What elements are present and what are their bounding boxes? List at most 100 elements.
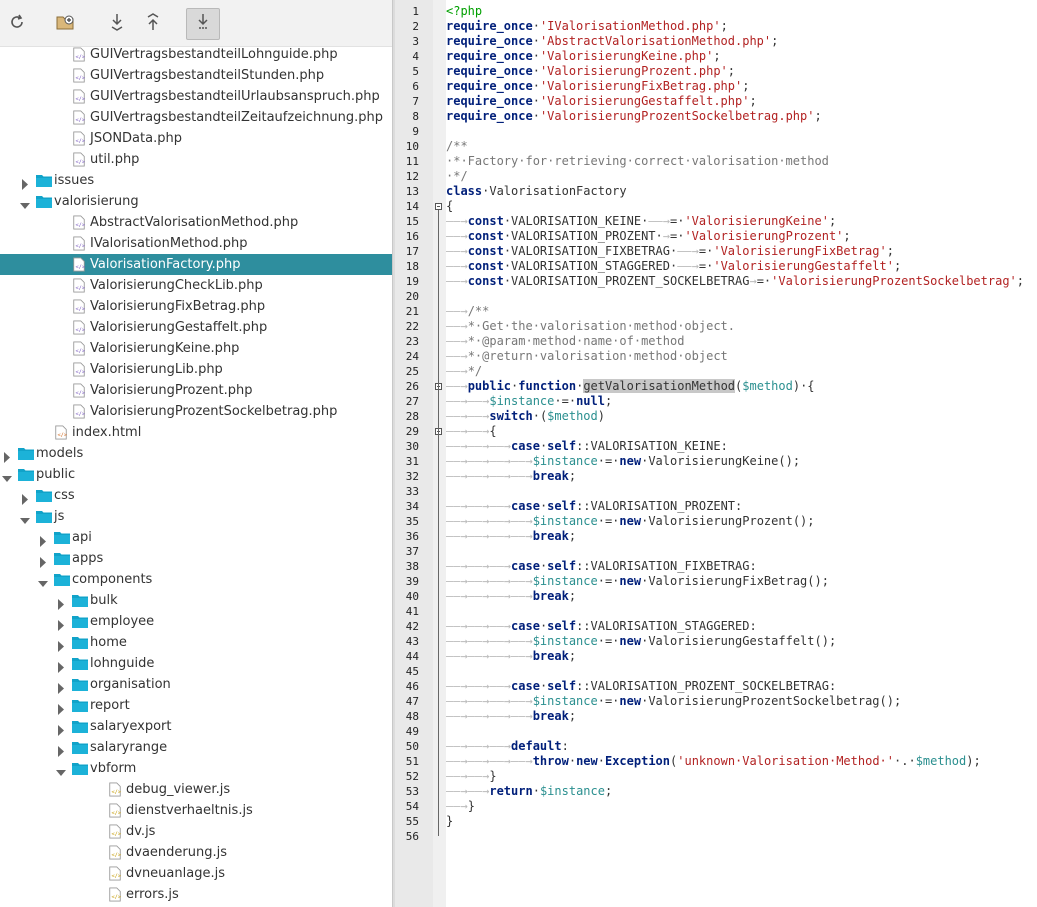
tree-folder[interactable]: salaryrange bbox=[0, 737, 392, 758]
folder-icon bbox=[72, 698, 88, 713]
tree-file[interactable]: </>ValorisierungProzent.php bbox=[0, 380, 392, 401]
tree-file[interactable]: </>debug_viewer.js bbox=[0, 779, 392, 800]
tree-folder[interactable]: js bbox=[0, 506, 392, 527]
code-line: ——→——→——→case·self::VALORISATION_PROZENT… bbox=[446, 499, 743, 513]
chevron-right-icon[interactable] bbox=[56, 616, 66, 631]
tree-file[interactable]: </>AbstractValorisationMethod.php bbox=[0, 212, 392, 233]
tree-item-label: components bbox=[72, 572, 153, 587]
tree-file[interactable]: </>ValorisierungCheckLib.php bbox=[0, 275, 392, 296]
tree-file[interactable]: </>dvneuanlage.js bbox=[0, 863, 392, 884]
tree-folder[interactable]: salaryexport bbox=[0, 716, 392, 737]
tree-folder[interactable]: bulk bbox=[0, 590, 392, 611]
tree-file[interactable]: </>dvaenderung.js bbox=[0, 842, 392, 863]
line-number: 23 bbox=[405, 335, 419, 348]
svg-text:</>: </> bbox=[76, 75, 85, 81]
tree-file[interactable]: </>dv.js bbox=[0, 821, 392, 842]
tree-item-label: dienstverhaeltnis.js bbox=[126, 803, 253, 818]
code-line: ——→——→——→——→break; bbox=[446, 589, 577, 603]
chevron-right-icon[interactable] bbox=[56, 679, 66, 694]
chevron-down-icon[interactable] bbox=[2, 469, 12, 482]
tree-file[interactable]: </>errors.js bbox=[0, 884, 392, 905]
js-file-icon: </> bbox=[108, 782, 124, 797]
tree-file[interactable]: </>ValorisationFactory.php bbox=[0, 254, 392, 275]
tree-folder[interactable]: public bbox=[0, 464, 392, 485]
tree-folder[interactable]: issues bbox=[0, 170, 392, 191]
chevron-right-icon[interactable] bbox=[20, 175, 30, 190]
chevron-right-icon[interactable] bbox=[56, 595, 66, 610]
tree-folder[interactable]: apps bbox=[0, 548, 392, 569]
folder-icon bbox=[36, 509, 52, 524]
tree-file[interactable]: </>ValorisierungGestaffelt.php bbox=[0, 317, 392, 338]
tree-file[interactable]: </>dienstverhaeltnis.js bbox=[0, 800, 392, 821]
php-file-icon: </> bbox=[72, 278, 88, 293]
tree-file[interactable]: </>ValorisierungKeine.php bbox=[0, 338, 392, 359]
php-file-icon: </> bbox=[72, 362, 88, 377]
tree-folder[interactable]: employee bbox=[0, 611, 392, 632]
code-line: ——→*/ bbox=[446, 364, 483, 378]
line-number: 53 bbox=[405, 785, 419, 798]
chevron-right-icon[interactable] bbox=[56, 700, 66, 715]
tree-folder[interactable]: lohnguide bbox=[0, 653, 392, 674]
tree-folder[interactable]: css bbox=[0, 485, 392, 506]
collapse-icon bbox=[107, 12, 127, 36]
line-number: 12 bbox=[405, 170, 419, 183]
chevron-right-icon[interactable] bbox=[38, 532, 48, 547]
tree-item-label: salaryrange bbox=[90, 740, 168, 755]
tree-folder[interactable]: models bbox=[0, 443, 392, 464]
tree-file[interactable]: </>GUIVertragsbestandteilLohnguide.php bbox=[0, 44, 392, 65]
tree-item-label: employee bbox=[90, 614, 155, 629]
tree-file[interactable]: </>index.html bbox=[0, 422, 392, 443]
tree-file[interactable]: </>GUIVertragsbestandteilZeitaufzeichnun… bbox=[0, 107, 392, 128]
sync-editor-button[interactable] bbox=[186, 8, 220, 40]
chevron-down-icon[interactable] bbox=[56, 763, 66, 776]
chevron-down-icon[interactable] bbox=[38, 574, 48, 587]
chevron-right-icon[interactable] bbox=[2, 448, 12, 463]
code-line: require_once·'ValorisierungKeine.php'; bbox=[446, 49, 721, 63]
code-line: require_once·'ValorisierungProzent.php'; bbox=[446, 64, 736, 78]
chevron-right-icon[interactable] bbox=[56, 721, 66, 736]
tree-folder[interactable]: report bbox=[0, 695, 392, 716]
tree-file[interactable]: </>ValorisierungProzentSockelbetrag.php bbox=[0, 401, 392, 422]
tree-folder[interactable]: api bbox=[0, 527, 392, 548]
tree-folder[interactable]: organisation bbox=[0, 674, 392, 695]
tree-file[interactable]: </>IValorisationMethod.php bbox=[0, 233, 392, 254]
chevron-right-icon[interactable] bbox=[20, 490, 30, 505]
svg-text:</>: </> bbox=[58, 432, 67, 438]
chevron-right-icon[interactable] bbox=[56, 637, 66, 652]
new-folder-button[interactable] bbox=[48, 8, 82, 40]
chevron-right-icon[interactable] bbox=[56, 658, 66, 673]
tree-folder[interactable]: valorisierung bbox=[0, 191, 392, 212]
pane-splitter[interactable] bbox=[392, 0, 395, 907]
tree-file[interactable]: </>GUIVertragsbestandteilStunden.php bbox=[0, 65, 392, 86]
php-file-icon: </> bbox=[72, 383, 88, 398]
fold-toggle[interactable] bbox=[435, 203, 442, 210]
refresh-button[interactable] bbox=[0, 8, 34, 40]
chevron-right-icon[interactable] bbox=[38, 553, 48, 568]
tree-file[interactable]: </>ValorisierungLib.php bbox=[0, 359, 392, 380]
svg-text:</>: </> bbox=[76, 243, 85, 249]
tree-file[interactable]: </>ValorisierungFixBetrag.php bbox=[0, 296, 392, 317]
collapse-button[interactable] bbox=[100, 8, 134, 40]
tree-file[interactable]: </>util.php bbox=[0, 149, 392, 170]
tree-file[interactable]: </>JSONData.php bbox=[0, 128, 392, 149]
tree-folder[interactable]: vbform bbox=[0, 758, 392, 779]
php-file-icon: </> bbox=[72, 215, 88, 230]
chevron-down-icon[interactable] bbox=[20, 196, 30, 209]
tree-file[interactable]: </>GUIVertragsbestandteilUrlaubsanspruch… bbox=[0, 86, 392, 107]
svg-text:</>: </> bbox=[112, 894, 121, 900]
tree-folder[interactable]: components bbox=[0, 569, 392, 590]
tree-item-label: debug_viewer.js bbox=[126, 782, 231, 797]
expand-button[interactable] bbox=[136, 8, 170, 40]
code-line: ——→——→——→case·self::VALORISATION_FIXBETR… bbox=[446, 559, 757, 573]
line-number: 29 bbox=[405, 425, 419, 438]
tree-folder[interactable]: home bbox=[0, 632, 392, 653]
code-line: ——→const·VALORISATION_PROZENT_SOCKELBETR… bbox=[446, 274, 1025, 288]
chevron-right-icon[interactable] bbox=[56, 742, 66, 757]
php-file-icon: </> bbox=[72, 236, 88, 251]
tree-item-label: JSONData.php bbox=[90, 131, 182, 146]
code-line: ——→——→——→——→break; bbox=[446, 529, 577, 543]
code-line: ——→——→——→default: bbox=[446, 739, 569, 753]
chevron-down-icon[interactable] bbox=[20, 511, 30, 524]
